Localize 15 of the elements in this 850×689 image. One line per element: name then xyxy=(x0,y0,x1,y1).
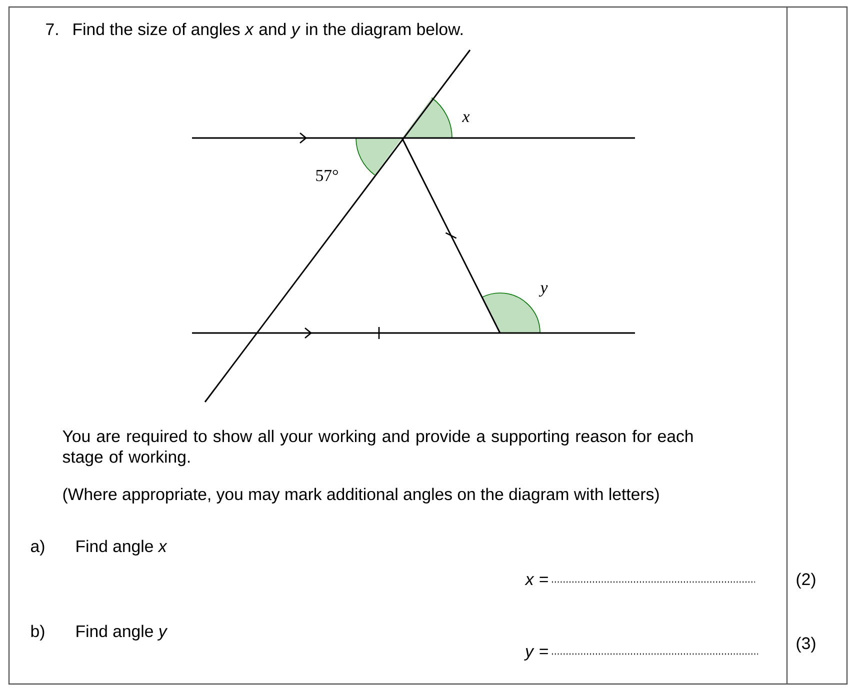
answer-prompt: y = xyxy=(524,648,548,660)
angle-label: x xyxy=(462,114,470,122)
instruction-text: You are required to show all your working and provide a supporting reason for each stage of working. xyxy=(62,430,693,466)
part-label: b) xyxy=(31,624,44,640)
marks-label: (3) xyxy=(796,636,816,652)
question-text: Find angle x xyxy=(76,540,168,556)
marks-label: (2) xyxy=(796,572,816,588)
angle-label: 57° xyxy=(316,170,338,182)
angle-label: y xyxy=(538,285,548,297)
answer-prompt: x = xyxy=(524,576,548,585)
question-text: Find the size of angles x and y in the diagram below. xyxy=(74,22,462,38)
question-text: Find angle y xyxy=(76,624,168,640)
instruction-text: (Where appropriate, you may mark additional angles on the diagram with letters) xyxy=(63,488,659,504)
part-label: a) xyxy=(30,540,44,556)
question-number: 7. xyxy=(46,23,58,35)
